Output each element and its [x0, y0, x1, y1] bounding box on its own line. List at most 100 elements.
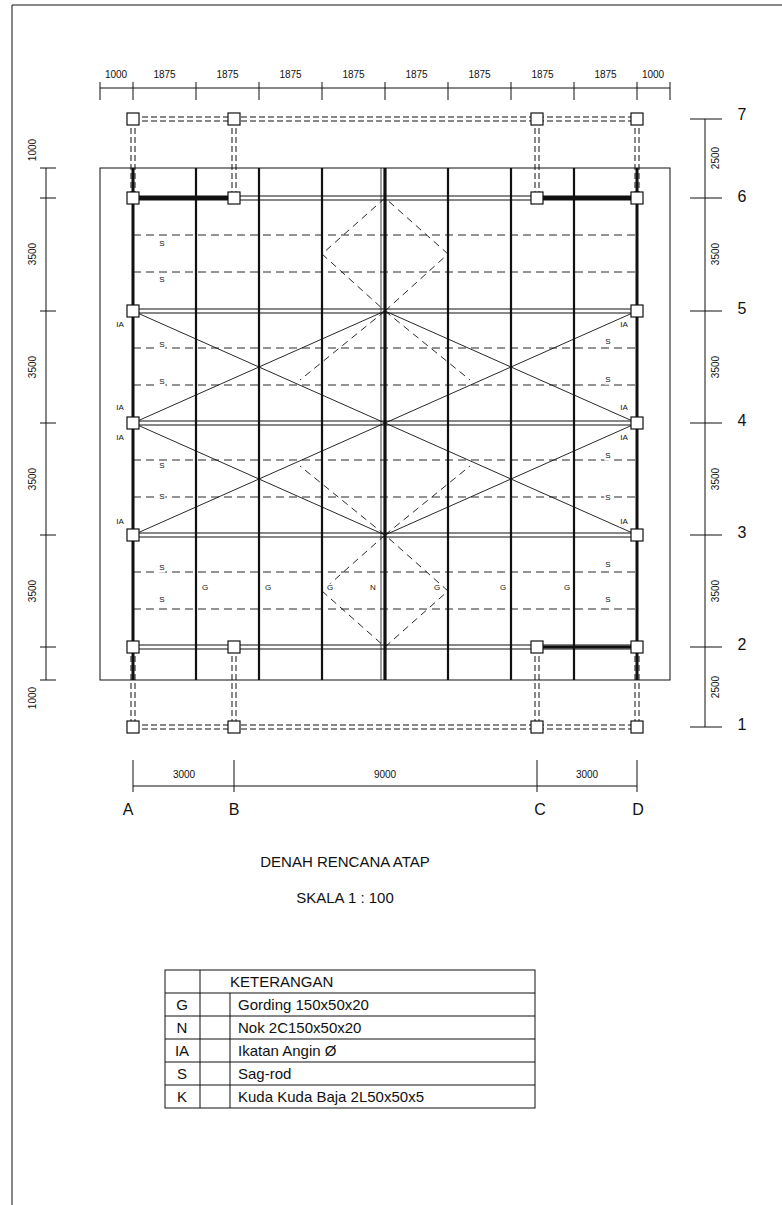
column-symbol — [531, 641, 543, 653]
column-symbol — [228, 721, 240, 733]
dashed-brace — [300, 311, 385, 380]
dimension-tick — [133, 82, 134, 100]
sheet-frame — [12, 5, 782, 6]
dimension-tick — [637, 760, 638, 792]
dimension-text: 1875 — [279, 69, 301, 80]
member-code: S — [604, 338, 611, 347]
column-symbol — [127, 192, 139, 204]
truss-line — [133, 421, 637, 422]
dimension-tick — [40, 198, 56, 199]
dashed-column-beam — [635, 119, 636, 198]
purlin-line — [383, 168, 386, 680]
dimension-text: 3500 — [710, 243, 721, 265]
table-rule — [165, 993, 535, 994]
grid-tick — [690, 727, 722, 728]
member-code: IA — [115, 321, 125, 330]
grid-number: 4 — [738, 412, 747, 430]
member-code: S — [604, 494, 611, 503]
member-code: G — [264, 584, 272, 593]
truss-line — [133, 313, 637, 314]
dashed-brace — [385, 466, 470, 535]
column-symbol — [531, 113, 543, 125]
dashed-beam — [133, 729, 637, 730]
dashed-column-beam — [635, 647, 636, 727]
member-code: IA — [115, 518, 125, 527]
purlin-line — [321, 168, 323, 680]
dimension-text: 3000 — [576, 769, 598, 780]
member-code: S — [158, 378, 165, 387]
table-heading: KETERANGAN — [230, 973, 333, 990]
truss-line — [133, 645, 637, 646]
beam-line — [133, 196, 234, 200]
column-symbol — [127, 305, 139, 317]
dashed-column-beam — [535, 119, 536, 198]
dimension-text: 2500 — [710, 147, 721, 169]
member-code: IA — [115, 434, 125, 443]
dimension-text: 1875 — [468, 69, 490, 80]
purlin-line — [510, 168, 512, 680]
roof-outline — [100, 168, 670, 680]
member-code: S — [604, 596, 611, 605]
member-code: IA — [619, 434, 629, 443]
dimension-tick — [196, 82, 197, 100]
dimension-tick — [448, 82, 449, 100]
dimension-tick — [40, 423, 56, 424]
dimension-text: 9000 — [374, 769, 396, 780]
dashed-column-beam — [135, 647, 136, 727]
member-code: G — [499, 584, 507, 593]
dashed-column-beam — [236, 647, 237, 727]
dimension-tick — [40, 647, 56, 648]
member-code: S — [158, 564, 165, 573]
dashed-brace — [385, 254, 448, 311]
member-code: G — [326, 584, 334, 593]
beam-line — [537, 646, 637, 649]
dimension-line — [133, 786, 637, 787]
member-code: S — [604, 561, 611, 570]
column-symbol — [127, 529, 139, 541]
dashed-brace — [385, 311, 470, 380]
member-code: S — [158, 276, 165, 285]
grid-tick — [690, 423, 722, 424]
member-code: G — [201, 584, 209, 593]
table-code: IA — [175, 1042, 189, 1059]
dashed-brace — [385, 198, 448, 254]
member-code: S — [604, 452, 611, 461]
column-symbol — [228, 641, 240, 653]
grid-tick — [690, 647, 722, 648]
table-description: Kuda Kuda Baja 2L50x50x5 — [238, 1088, 424, 1105]
member-code: S — [158, 462, 165, 471]
grid-number: 3 — [738, 524, 747, 542]
dimension-tick — [511, 82, 512, 100]
dimension-tick — [40, 168, 56, 169]
dimension-tick — [537, 760, 538, 792]
column-symbol — [127, 113, 139, 125]
grid-tick — [690, 198, 722, 199]
drawing-title: DENAH RENCANA ATAP — [260, 854, 429, 871]
dimension-text: 1875 — [405, 69, 427, 80]
table-rule — [165, 1016, 535, 1017]
grid-number: 5 — [738, 300, 747, 318]
table-code: N — [177, 1019, 188, 1036]
table-description: Ikatan Angin Ø — [238, 1042, 336, 1059]
column-symbol — [631, 721, 643, 733]
grid-tick — [690, 535, 722, 536]
table-rule — [230, 993, 231, 1108]
dashed-beam — [133, 725, 637, 726]
grid-tick — [690, 119, 722, 120]
grid-letter: C — [534, 801, 546, 819]
dimension-tick — [574, 82, 575, 100]
grid-number: 7 — [738, 106, 747, 124]
dashed-column-beam — [236, 119, 237, 198]
dashed-column-beam — [232, 647, 233, 727]
truss-line — [133, 425, 637, 426]
dimension-tick — [40, 311, 56, 312]
dashed-brace — [385, 591, 448, 647]
column-symbol — [631, 305, 643, 317]
dashed-column-beam — [131, 647, 132, 727]
truss-line — [133, 309, 637, 310]
dashed-brace — [322, 254, 385, 311]
dashed-beam — [133, 117, 637, 118]
table-code: S — [177, 1065, 187, 1082]
